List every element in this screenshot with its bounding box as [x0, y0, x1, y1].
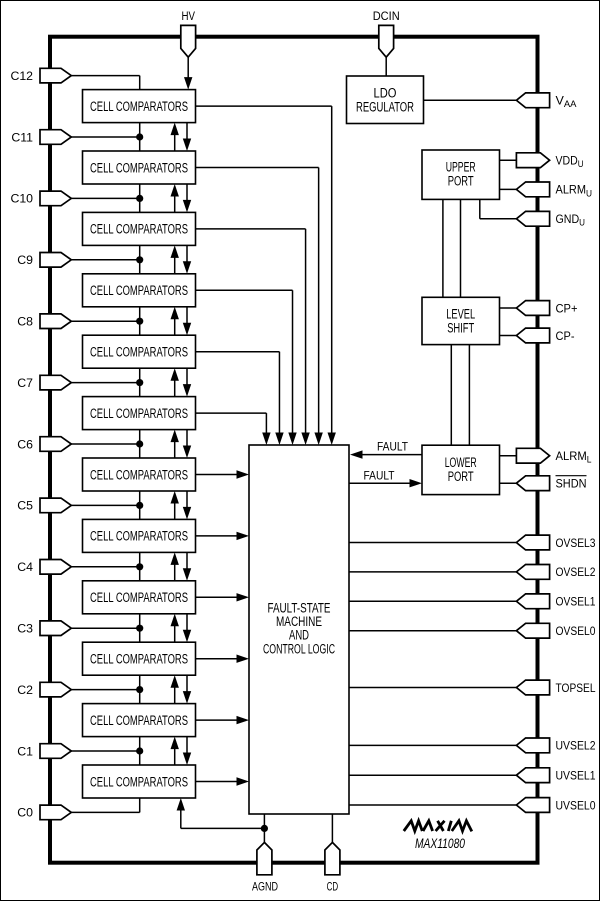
svg-text:UPPER: UPPER: [446, 160, 476, 175]
svg-text:UVSEL2: UVSEL2: [556, 739, 596, 753]
svg-text:C1: C1: [17, 744, 33, 758]
svg-text:CONTROL LOGIC: CONTROL LOGIC: [263, 641, 335, 656]
svg-text:CELL COMPARATORS: CELL COMPARATORS: [90, 222, 188, 237]
svg-text:CELL COMPARATORS: CELL COMPARATORS: [90, 713, 188, 728]
svg-text:C4: C4: [17, 560, 33, 574]
svg-text:LOWER: LOWER: [445, 455, 477, 470]
svg-text:CP-: CP-: [556, 329, 575, 343]
svg-text:SHDN: SHDN: [556, 477, 587, 491]
svg-text:C5: C5: [17, 499, 33, 513]
svg-text:C3: C3: [17, 622, 33, 636]
svg-text:REGULATOR: REGULATOR: [356, 100, 414, 115]
svg-text:CELL COMPARATORS: CELL COMPARATORS: [90, 529, 188, 544]
svg-text:C7: C7: [17, 376, 33, 390]
svg-text:OVSEL2: OVSEL2: [556, 565, 596, 579]
svg-text:AGND: AGND: [252, 880, 278, 894]
svg-text:CP+: CP+: [556, 301, 578, 315]
svg-text:ALRMU: ALRMU: [556, 183, 593, 199]
svg-text:TOPSEL: TOPSEL: [556, 681, 596, 695]
svg-text:UVSEL0: UVSEL0: [556, 798, 596, 812]
svg-text:C0: C0: [17, 806, 33, 820]
svg-text:CD: CD: [327, 880, 339, 894]
svg-text:MAX11080: MAX11080: [415, 836, 465, 851]
svg-text:FAULT: FAULT: [377, 439, 408, 453]
svg-text:C6: C6: [17, 437, 33, 451]
svg-text:DCIN: DCIN: [373, 9, 400, 23]
svg-text:PORT: PORT: [448, 174, 474, 189]
svg-text:FAULT: FAULT: [364, 469, 395, 483]
svg-text:LDO: LDO: [374, 86, 397, 101]
svg-text:OVSEL1: OVSEL1: [556, 595, 596, 609]
svg-text:CELL COMPARATORS: CELL COMPARATORS: [90, 774, 188, 789]
svg-text:C9: C9: [17, 253, 33, 267]
svg-text:C12: C12: [10, 69, 33, 83]
svg-text:SHIFT: SHIFT: [447, 321, 474, 336]
svg-text:C10: C10: [10, 192, 33, 206]
svg-text:CELL COMPARATORS: CELL COMPARATORS: [90, 99, 188, 114]
svg-text:CELL COMPARATORS: CELL COMPARATORS: [90, 406, 188, 421]
svg-text:C2: C2: [17, 683, 33, 697]
svg-text:HV: HV: [181, 9, 195, 23]
svg-text:CELL COMPARATORS: CELL COMPARATORS: [90, 590, 188, 605]
svg-text:GNDU: GNDU: [556, 212, 586, 228]
svg-text:CELL COMPARATORS: CELL COMPARATORS: [90, 345, 188, 360]
svg-text:MACHINE: MACHINE: [276, 614, 322, 629]
svg-text:OVSEL0: OVSEL0: [556, 624, 596, 638]
svg-text:UVSEL1: UVSEL1: [556, 769, 596, 783]
svg-text:CELL COMPARATORS: CELL COMPARATORS: [90, 652, 188, 667]
svg-text:C11: C11: [11, 130, 33, 144]
svg-text:AND: AND: [289, 628, 309, 643]
svg-text:CELL COMPARATORS: CELL COMPARATORS: [90, 160, 188, 175]
svg-text:C8: C8: [17, 315, 33, 329]
svg-text:ALRML: ALRML: [556, 449, 592, 465]
svg-text:CELL COMPARATORS: CELL COMPARATORS: [90, 467, 188, 482]
svg-text:VDDU: VDDU: [556, 154, 584, 170]
svg-text:FAULT-STATE: FAULT-STATE: [268, 600, 331, 615]
svg-text:PORT: PORT: [448, 469, 474, 484]
svg-text:OVSEL3: OVSEL3: [556, 536, 596, 550]
svg-text:LEVEL: LEVEL: [446, 307, 475, 322]
svg-text:CELL COMPARATORS: CELL COMPARATORS: [90, 283, 188, 298]
